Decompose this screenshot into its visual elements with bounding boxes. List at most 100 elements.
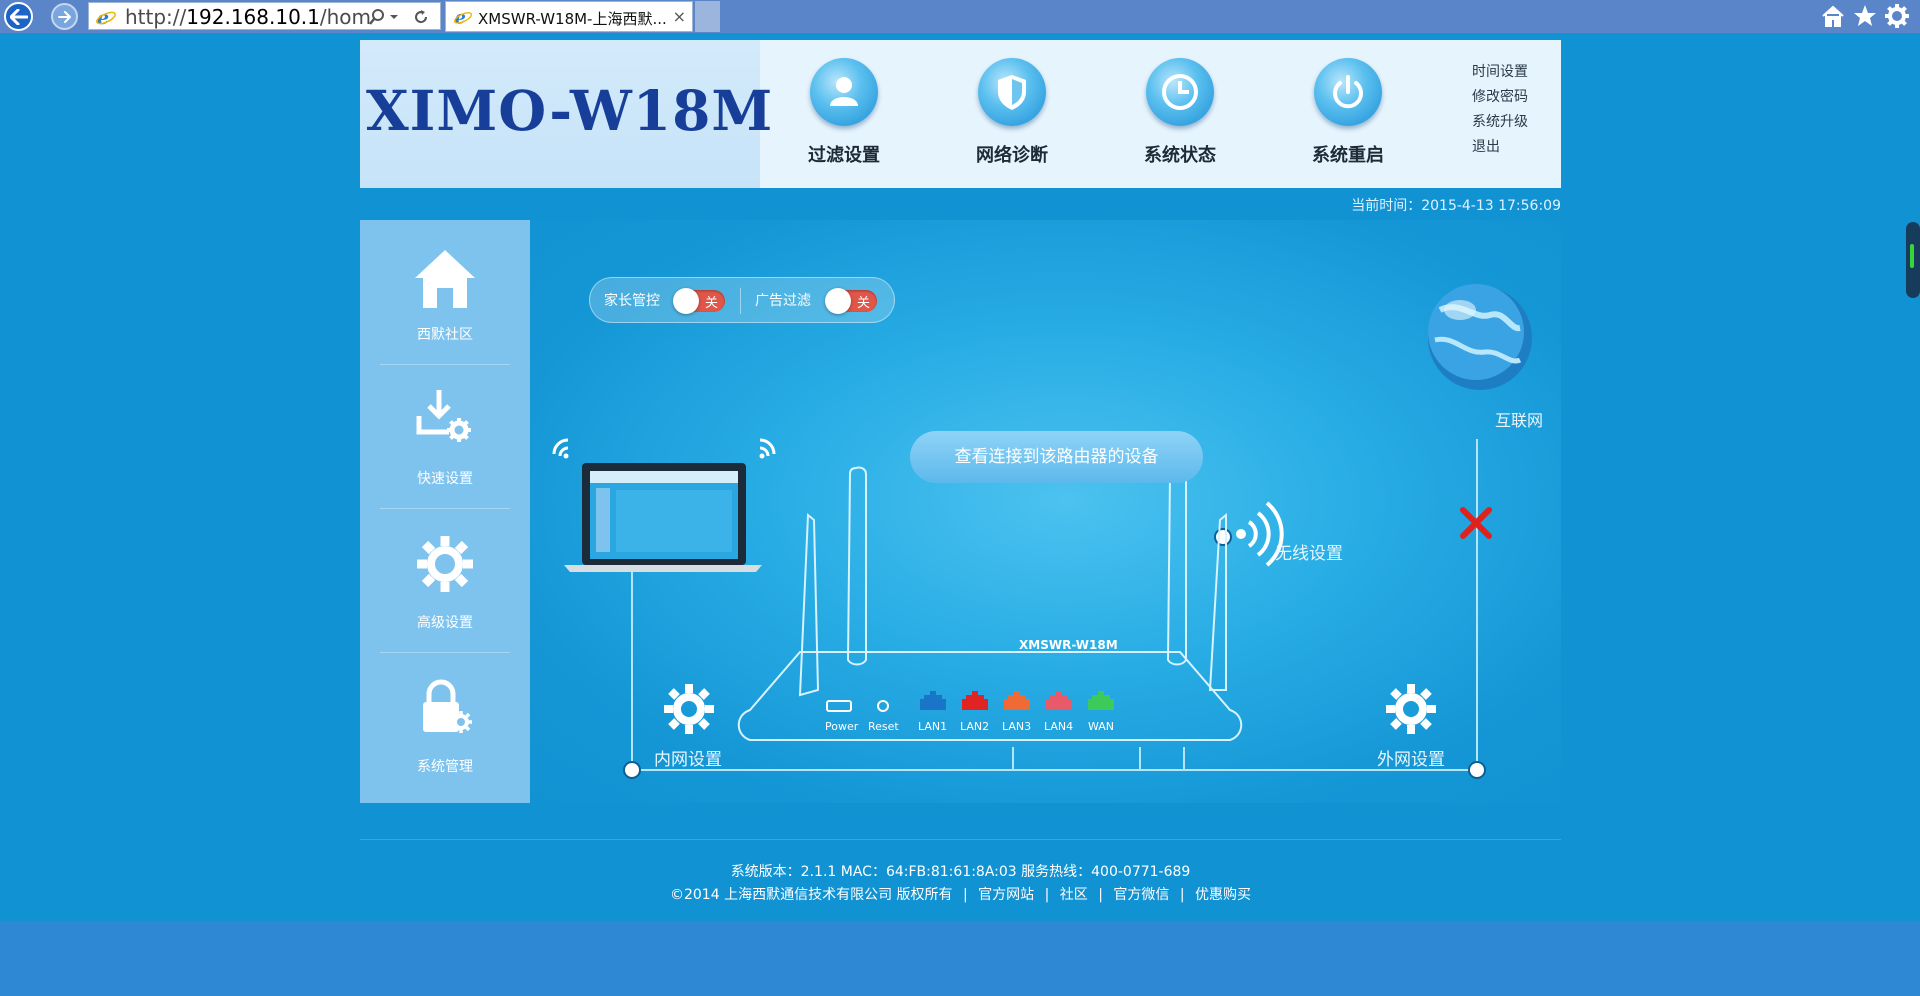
router-outline (737, 466, 1243, 741)
lan3-port (1004, 691, 1030, 710)
sidebar-item-label: 快速设置 (417, 471, 473, 487)
internet-label: 互联网 (1495, 411, 1544, 430)
router-admin-page: XIMO-W18M 过滤设置 网络诊断 系统状态 系统重启 (0, 33, 1920, 921)
nav-label: 系统重启 (1312, 145, 1384, 166)
browser-toolbar: e http://192.168.10.1/hom e XMSWR-W18M-上… (0, 0, 1920, 33)
forward-arrow-icon (57, 10, 71, 23)
back-arrow-icon (9, 8, 28, 25)
gear-icon (417, 536, 473, 592)
settings-gear-icon[interactable] (1884, 3, 1910, 29)
power-icon (1314, 58, 1382, 126)
refresh-icon[interactable] (412, 8, 430, 26)
lan-settings-link[interactable]: 内网设置 (654, 750, 722, 770)
clock-icon (1146, 58, 1214, 126)
link-system-upgrade[interactable]: 系统升级 (1472, 114, 1528, 130)
scroll-thumb[interactable] (1910, 244, 1914, 268)
power-port (826, 700, 852, 712)
svg-text:e: e (455, 8, 466, 27)
browser-tab[interactable]: e XMSWR-W18M-上海西默... × (445, 1, 693, 32)
forward-button[interactable] (51, 3, 78, 30)
port-label-lan4: LAN4 (1044, 720, 1074, 733)
wan-gear-icon (1386, 684, 1436, 734)
link-official-site[interactable]: 官方网站 (978, 887, 1035, 903)
lan4-port (1046, 691, 1072, 710)
separator: | (1044, 887, 1050, 903)
nav-network-diagnosis[interactable]: 网络诊断 (928, 40, 1096, 188)
nav-label: 系统状态 (1144, 145, 1216, 166)
scroll-indicator[interactable] (1906, 222, 1920, 298)
new-tab-button[interactable] (695, 1, 720, 32)
port-label-power: Power (825, 720, 859, 733)
link-community[interactable]: 社区 (1059, 887, 1088, 903)
link-official-wechat[interactable]: 官方微信 (1113, 887, 1170, 903)
back-button[interactable] (4, 2, 33, 31)
disconnected-x-icon (1460, 507, 1492, 539)
sidebar-item-quick-setup[interactable]: 快速设置 (360, 364, 530, 508)
sidebar-item-label: 高级设置 (417, 615, 473, 631)
wan-node (1468, 761, 1486, 779)
wan-settings-link[interactable]: 外网设置 (1377, 750, 1445, 770)
divider (380, 364, 510, 365)
nav-system-restart[interactable]: 系统重启 (1264, 40, 1432, 188)
wireless-settings-link[interactable]: 无线设置 (1275, 544, 1343, 564)
lan2-port (962, 691, 988, 710)
nav-label: 网络诊断 (976, 145, 1048, 166)
network-diagram: 家长管控 关 广告过滤 关 查看连接到该路由器的设备 XMSWR-W18M Po… (530, 220, 1561, 803)
port-label-wan: WAN (1088, 720, 1115, 733)
header: XIMO-W18M 过滤设置 网络诊断 系统状态 系统重启 (360, 40, 1561, 188)
search-icon[interactable] (368, 8, 386, 26)
url-scheme: http:// (125, 5, 187, 29)
divider (380, 652, 510, 653)
filter-user-icon (810, 58, 878, 126)
tab-close-button[interactable]: × (672, 7, 686, 26)
divider (740, 288, 741, 314)
link-change-password[interactable]: 修改密码 (1472, 89, 1528, 105)
view-connected-devices-button[interactable]: 查看连接到该路由器的设备 (910, 431, 1203, 483)
ad-filter-label: 广告过滤 (755, 293, 811, 309)
port-label-reset: Reset (868, 720, 899, 733)
link-logout[interactable]: 退出 (1472, 139, 1500, 155)
ad-filter-toggle[interactable]: 关 (825, 288, 877, 314)
link-time-settings[interactable]: 时间设置 (1472, 64, 1528, 80)
port-label-lan3: LAN3 (1002, 720, 1032, 733)
lan-gear-icon (664, 684, 714, 734)
sidebar-item-advanced[interactable]: 高级设置 (360, 508, 530, 652)
toggle-knob (825, 288, 851, 314)
reset-button (877, 700, 889, 712)
sidebar-item-label: 西默社区 (417, 327, 473, 343)
dropdown-icon[interactable] (389, 14, 399, 20)
router-model-label: XMSWR-W18M (1019, 638, 1118, 652)
port-label-lan1: LAN1 (918, 720, 948, 733)
sidebar: 西默社区 快速设置 高级设置 (360, 220, 530, 803)
current-time: 当前时间：2015-4-13 17:56:09 (1351, 198, 1561, 214)
parental-control-toggle[interactable]: 关 (673, 288, 725, 314)
url-text[interactable]: http://192.168.10.1/hom (125, 5, 371, 29)
nav-filter-settings[interactable]: 过滤设置 (760, 40, 928, 188)
lan-node (623, 761, 641, 779)
url-path: /hom (319, 5, 372, 29)
wifi-signal-icon (1236, 501, 1284, 567)
home-icon (415, 250, 475, 308)
link-discount-purchase[interactable]: 优惠购买 (1195, 887, 1252, 903)
wan-port (1088, 691, 1114, 710)
parental-control-label: 家长管控 (604, 293, 660, 309)
nav-label: 过滤设置 (808, 145, 880, 166)
divider (380, 508, 510, 509)
nav-system-status[interactable]: 系统状态 (1096, 40, 1264, 188)
header-links: 时间设置 修改密码 系统升级 退出 (1472, 60, 1528, 160)
separator: | (1179, 887, 1185, 903)
copyright-text: ©2014 上海西默通信技术有限公司 版权所有 (669, 887, 953, 903)
download-gear-icon (416, 390, 471, 442)
globe-icon (1428, 284, 1532, 390)
sidebar-item-community[interactable]: 西默社区 (360, 220, 530, 364)
feature-switches: 家长管控 关 广告过滤 关 (589, 277, 895, 323)
shield-icon (978, 58, 1046, 126)
diagram-lines (552, 284, 1532, 779)
brand-area: XIMO-W18M (360, 40, 772, 188)
toggle-knob (673, 288, 699, 314)
home-icon[interactable] (1820, 3, 1846, 29)
sidebar-item-system-management[interactable]: 系统管理 (360, 652, 530, 796)
ie-logo-icon: e (453, 8, 473, 27)
address-bar[interactable]: e http://192.168.10.1/hom (88, 2, 441, 30)
favorites-star-icon[interactable] (1852, 3, 1878, 29)
